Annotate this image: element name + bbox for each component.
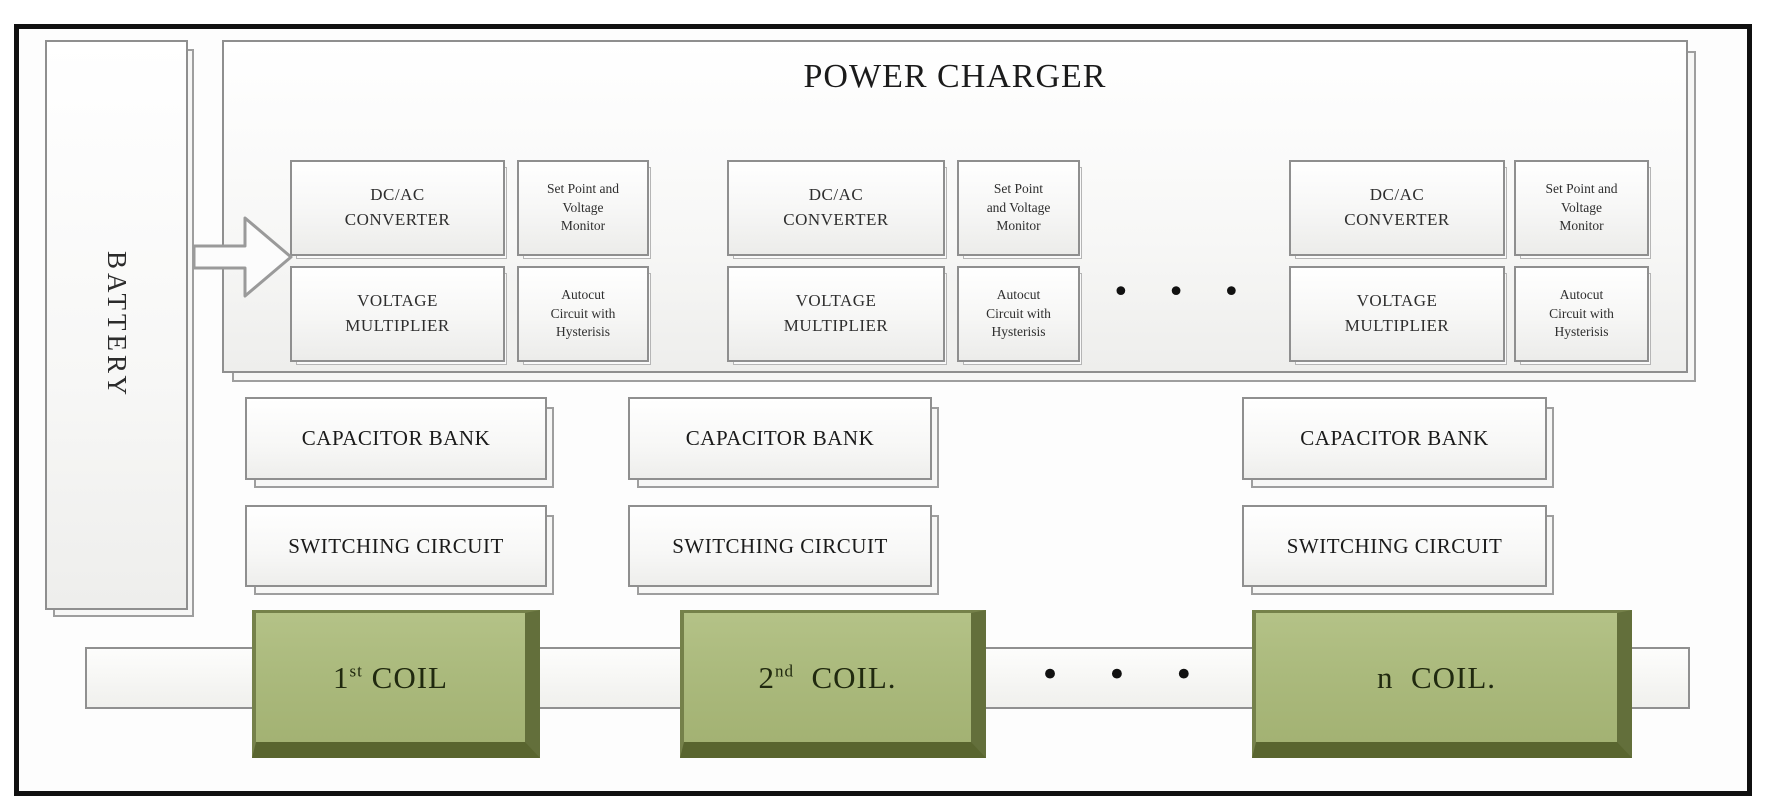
power-charger-title: POWER CHARGER (803, 58, 1107, 95)
flow-arrow-icon (193, 216, 293, 298)
charger-ellipsis-dots: • • • (1112, 275, 1255, 310)
capacitor-bank-box-2: CAPACITOR BANK (628, 397, 932, 480)
dc-ac-converter-box-2: DC/AC CONVERTER (727, 160, 945, 256)
coil-ellipsis-dots: • • • (1040, 655, 1212, 695)
set-point-voltage-monitor-box-1: Set Point and Voltage Monitor (517, 160, 649, 256)
autocut-circuit-box-2: Autocut Circuit with Hysterisis (957, 266, 1080, 362)
autocut-circuit-box-3: Autocut Circuit with Hysterisis (1514, 266, 1649, 362)
set-point-voltage-monitor-box-3: Set Point and Voltage Monitor (1514, 160, 1649, 256)
battery-label: BATTERY (102, 250, 132, 399)
set-point-voltage-monitor-box-2: Set Point and Voltage Monitor (957, 160, 1080, 256)
capacitor-bank-box-3: CAPACITOR BANK (1242, 397, 1547, 480)
dc-ac-converter-box-1: DC/AC CONVERTER (290, 160, 505, 256)
coil-1-label: 1st COIL (333, 659, 448, 695)
coil-2-label: 2nd COIL. (758, 659, 897, 695)
voltage-multiplier-box-1: VOLTAGE MULTIPLIER (290, 266, 505, 362)
coil-1: 1st COIL (252, 610, 540, 758)
coil-2: 2nd COIL. (680, 610, 986, 758)
coil-n: n COIL. (1252, 610, 1632, 758)
switching-circuit-box-3: SWITCHING CIRCUIT (1242, 505, 1547, 587)
power-charger-box: POWER CHARGER DC/AC CONVERTER Set Point … (222, 40, 1688, 373)
dc-ac-converter-box-3: DC/AC CONVERTER (1289, 160, 1505, 256)
voltage-multiplier-box-2: VOLTAGE MULTIPLIER (727, 266, 945, 362)
autocut-circuit-box-1: Autocut Circuit with Hysterisis (517, 266, 649, 362)
coil-n-label: n COIL. (1376, 659, 1497, 695)
switching-circuit-box-2: SWITCHING CIRCUIT (628, 505, 932, 587)
voltage-multiplier-box-3: VOLTAGE MULTIPLIER (1289, 266, 1505, 362)
battery-box: BATTERY (45, 40, 188, 610)
capacitor-bank-box-1: CAPACITOR BANK (245, 397, 547, 480)
switching-circuit-box-1: SWITCHING CIRCUIT (245, 505, 547, 587)
